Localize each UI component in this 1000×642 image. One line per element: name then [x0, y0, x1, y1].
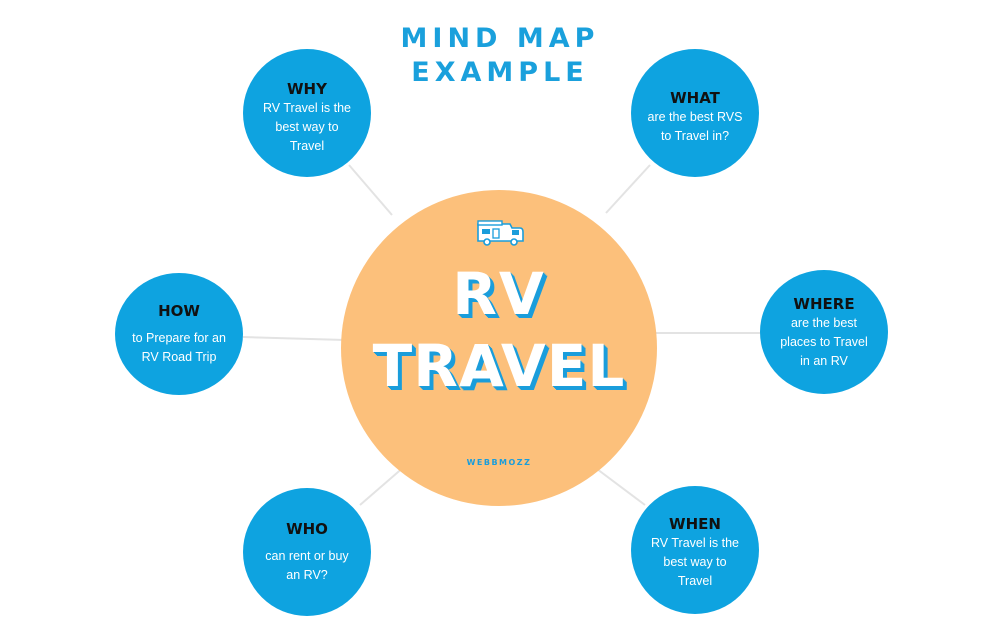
node-where: WHERE are the best places to Travel in a…	[760, 270, 888, 394]
node-when: WHEN RV Travel is the best way to Travel	[631, 486, 759, 614]
node-when-heading: WHEN	[669, 514, 721, 533]
connector-why	[348, 164, 393, 216]
title-line-1: MIND MAP	[400, 23, 600, 54]
central-title-line-2: TRAVEL	[372, 332, 626, 400]
page-title: MIND MAP EXAMPLE	[300, 22, 700, 90]
node-where-text: are the best places to Travel in an RV	[780, 315, 868, 368]
node-when-text: RV Travel is the best way to Travel	[650, 535, 739, 588]
central-topic: RV TRAVEL WEBBMOZZ	[341, 190, 657, 506]
node-what: WHAT are the best RVS to Travel in?	[631, 49, 759, 177]
node-who-text: can rent or buy an RV?	[265, 549, 349, 582]
node-how: HOW to Prepare for an RV Road Trip	[115, 273, 243, 395]
node-why: WHY RV Travel is the best way to Travel	[243, 49, 371, 177]
connector-who	[359, 465, 406, 506]
connector-how	[242, 336, 346, 341]
node-who-heading: WHO	[286, 520, 328, 538]
title-line-2: EXAMPLE	[411, 57, 589, 88]
connector-when	[592, 465, 646, 506]
brand-label: WEBBMOZZ	[466, 458, 532, 467]
node-why-text: RV Travel is the best way to Travel	[262, 100, 351, 153]
connector-what	[605, 164, 651, 214]
node-what-text: are the best RVS to Travel in?	[647, 110, 743, 143]
central-title-line-1: RV	[452, 260, 546, 328]
node-how-text: to Prepare for an RV Road Trip	[132, 331, 226, 364]
node-why-heading: WHY	[287, 79, 327, 98]
node-how-heading: HOW	[158, 302, 200, 320]
node-where-heading: WHERE	[793, 294, 855, 313]
node-who: WHO can rent or buy an RV?	[243, 488, 371, 616]
rv-icon	[477, 220, 524, 246]
node-what-heading: WHAT	[670, 89, 720, 107]
